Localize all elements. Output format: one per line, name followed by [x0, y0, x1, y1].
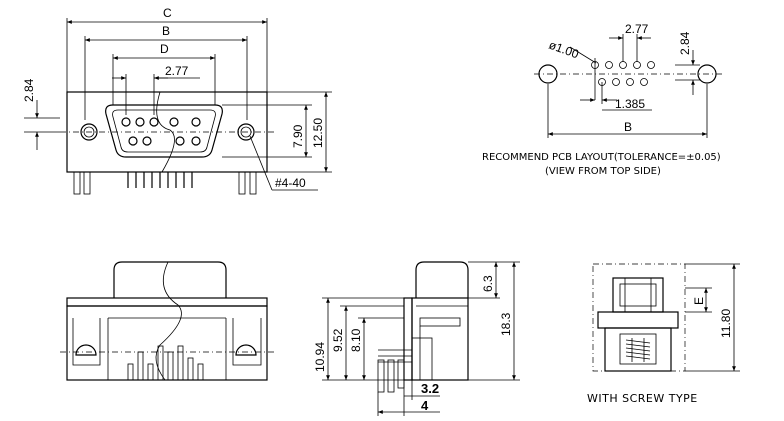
- pcb-dim-hole-dia: ø1.00: [547, 38, 581, 62]
- dim-d: D: [160, 42, 169, 56]
- rear-view: [60, 261, 275, 381]
- thread-label: #4-40: [275, 176, 306, 190]
- dim-pin-b: 4: [421, 398, 429, 413]
- pin-row-bottom: [128, 136, 201, 146]
- pcb-caption-line2: (VIEW FROM TOP SIDE): [545, 166, 661, 177]
- dim-h2: 9.52: [331, 328, 345, 352]
- screw-caption: WITH SCREW TYPE: [587, 392, 698, 405]
- screw-view: E 11.80 WITH SCREW TYPE: [587, 263, 740, 405]
- dim-offset: 2.84: [22, 78, 36, 102]
- rear-pins: [127, 345, 204, 381]
- pcb-dim-half-pitch: 1.385: [615, 97, 645, 111]
- latch-left: [75, 344, 97, 356]
- pins-bottom: [73, 171, 257, 195]
- latch-right: [235, 344, 257, 356]
- dim-screw-height: 11.80: [719, 309, 733, 338]
- rear-body: [66, 305, 268, 381]
- flange-outline: [66, 91, 268, 173]
- dim-b: B: [162, 24, 170, 38]
- screw-envelope: [592, 263, 686, 372]
- pcb-holes-row-top: [591, 58, 655, 100]
- pcb-dim-b: B: [624, 120, 632, 134]
- mount-hole-left: [80, 123, 98, 141]
- dim-pin-a: 3.2: [421, 381, 439, 396]
- screw-thread: [625, 338, 651, 362]
- screw-head: [612, 277, 664, 313]
- pcb-layout: 2.77 2.84 ø1.00: [482, 22, 722, 177]
- dim-h3: 8.10: [349, 328, 363, 352]
- side-view: 10.94 9.52 8.10 6.3 18.3 3.2 4: [313, 261, 520, 416]
- d-shell: [105, 104, 223, 158]
- pcb-caption-line1: RECOMMEND PCB LAYOUT(TOLERANCE=±0.05): [482, 152, 721, 163]
- rear-flange: [66, 297, 268, 307]
- pcb-dim-pitch: 2.77: [625, 22, 649, 36]
- side-flange: [403, 297, 413, 381]
- pcb-dim-row-offset: 2.84: [678, 31, 692, 55]
- dim-h1: 10.94: [313, 342, 327, 372]
- dim-top: 6.3: [481, 275, 495, 292]
- dim-height-inner: 7.90: [291, 124, 305, 148]
- dim-c: C: [163, 6, 172, 20]
- pin-row-top: [121, 117, 201, 127]
- dim-height-outer: 12.50: [311, 118, 325, 148]
- dim-e: E: [692, 297, 706, 305]
- dim-pitch: 2.77: [165, 64, 189, 78]
- dim-overall: 18.3: [499, 312, 513, 336]
- front-view: C B D 2.77 2.84: [22, 6, 332, 195]
